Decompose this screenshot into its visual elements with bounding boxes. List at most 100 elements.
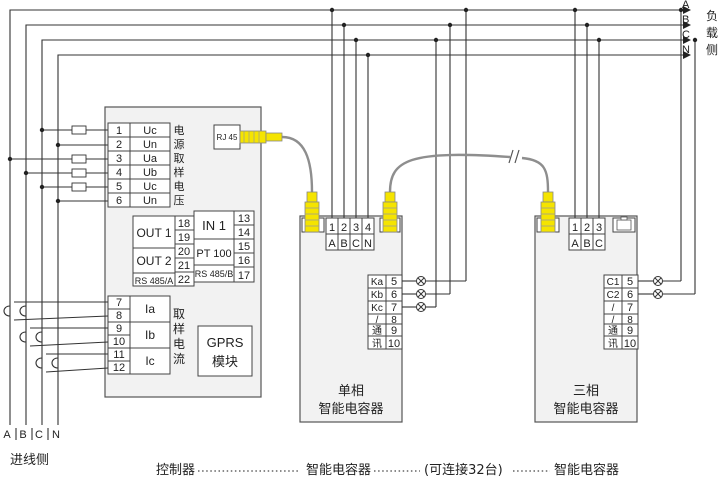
terminal-number: 5 [116, 181, 122, 193]
terminal-label: C2 [607, 290, 620, 301]
current-terminal-block: 7 8 9 10 11 12 Ia Ib Ic [107, 295, 171, 375]
title-char: 电 [174, 180, 185, 193]
bottom-caption: 控制器 智能电容器 (可连接32台) 智能电容器 [156, 462, 619, 478]
voltage-terminal-block: 1 Uc 2 Un 3 Ua 4 Ub 5 Uc 6 Un [107, 122, 171, 208]
three-phase-title: 三相 [573, 384, 599, 399]
terminal-label: Ua [143, 153, 158, 165]
line-phase-b: B [19, 429, 26, 441]
terminal-number: 1 [116, 125, 122, 137]
title-char: 电 [173, 337, 185, 351]
terminal-label: 讯 [608, 338, 618, 350]
single-phase-lamp-wiring [402, 7, 469, 312]
load-phase-a: A [682, 0, 690, 11]
gprs-module-label: 模块 [212, 355, 238, 370]
caption-capacitor-b: 智能电容器 [554, 462, 619, 478]
terminal-phase: B [340, 238, 347, 250]
terminal-number: 6 [391, 289, 397, 301]
terminal-number: 5 [627, 276, 633, 288]
rj45-port [213, 124, 241, 150]
terminal-number: 10 [624, 338, 636, 350]
terminal-number: 5 [391, 276, 397, 288]
terminal-number: 4 [365, 222, 371, 234]
io-terminal-block: OUT 1 OUT 2 RS 485/A 18 19 20 21 22 IN 1… [132, 210, 255, 287]
single-phase-top-terminals: 1 2 3 4 A B C N [325, 217, 375, 251]
terminal-number: 16 [238, 255, 250, 267]
terminal-label: Ub [143, 167, 157, 179]
fuse-icon [71, 168, 87, 178]
terminal-number: 1 [572, 222, 578, 234]
load-side-label: 负 载 侧 [706, 9, 718, 57]
terminal-number: 1 [329, 222, 335, 234]
gprs-module [197, 325, 253, 377]
line-phase-c: C [35, 429, 43, 441]
line-side-phase-labels: A B C N [3, 428, 60, 441]
out1-label: OUT 1 [136, 226, 171, 240]
terminal-number: 8 [627, 315, 633, 326]
power-sampling-title: 电 源 取 样 电 压 [174, 124, 185, 207]
title-char: 取 [173, 307, 185, 321]
rs485b-label: RS 485/B [195, 269, 234, 279]
terminal-phase: B [583, 238, 590, 250]
bus-line-c [41, 36, 691, 425]
rs485a-label: RS 485/A [135, 276, 174, 286]
terminal-number: 3 [596, 222, 602, 234]
terminal-label: Uc [143, 125, 157, 137]
terminal-number: 2 [341, 222, 347, 234]
caption-note: (可连接32台) [424, 462, 503, 478]
rj45-plug-icon [540, 191, 556, 233]
terminal-number: 22 [178, 274, 190, 286]
terminal-number: 15 [238, 241, 250, 253]
terminal-label: Kb [371, 290, 384, 301]
terminal-number: 8 [116, 310, 122, 322]
terminal-phase: N [364, 238, 372, 250]
pt100-label: PT 100 [196, 248, 231, 260]
bus-line-b [25, 21, 691, 425]
title-char: 样 [173, 321, 185, 336]
terminal-number: 21 [178, 260, 190, 272]
terminal-number: 19 [178, 232, 190, 244]
lamp-icon [653, 289, 663, 299]
terminal-number: 6 [627, 289, 633, 301]
terminal-label: / [612, 315, 615, 326]
single-phase-side-terminals: Ka 5 Kb 6 Kc 7 / 8 通 9 讯 10 [367, 274, 403, 350]
line-side-label: 进线侧 [10, 453, 49, 468]
terminal-label: / [376, 315, 379, 326]
terminal-label: Un [143, 139, 157, 151]
rj45-plug-icon [382, 191, 398, 233]
terminal-number: 20 [178, 246, 190, 258]
current-label: Ic [145, 354, 154, 368]
bus-line-a [9, 6, 691, 425]
load-phase-n: N [682, 44, 690, 56]
terminal-number: 8 [391, 315, 397, 326]
title-char: 电 [174, 124, 185, 137]
line-phase-a: A [3, 429, 11, 441]
title-char: 样 [174, 165, 185, 179]
terminal-phase: C [595, 238, 603, 250]
terminal-number: 12 [113, 362, 125, 374]
three-phase-side-terminals: C1 5 C2 6 / 7 / 8 通 9 讯 10 [603, 274, 639, 350]
title-char: 流 [173, 352, 185, 366]
terminal-number: 14 [238, 227, 250, 239]
load-phase-b: B [682, 14, 689, 26]
fuse-icon [71, 154, 87, 164]
terminal-number: 9 [391, 325, 397, 337]
cable-capacitor-chain [388, 153, 511, 193]
terminal-number: 7 [627, 302, 633, 314]
load-side-char-2: 载 [706, 26, 718, 40]
load-phase-c: C [682, 29, 690, 41]
terminal-number: 10 [388, 338, 400, 350]
current-label: Ib [145, 328, 155, 342]
terminal-phase: A [328, 238, 336, 250]
terminal-number: 3 [116, 153, 122, 165]
rj45-plug-icon [304, 191, 320, 233]
terminal-label: 通 [372, 325, 382, 337]
cable-capacitor-chain [521, 156, 550, 193]
communication-cables [281, 135, 550, 193]
in1-label: IN 1 [202, 218, 226, 233]
terminal-label: Kc [371, 303, 383, 314]
terminal-phase: C [352, 238, 360, 250]
rj45-socket-icon [616, 216, 632, 231]
lamp-icon [416, 289, 426, 299]
three-phase-bus-taps [572, 7, 602, 218]
